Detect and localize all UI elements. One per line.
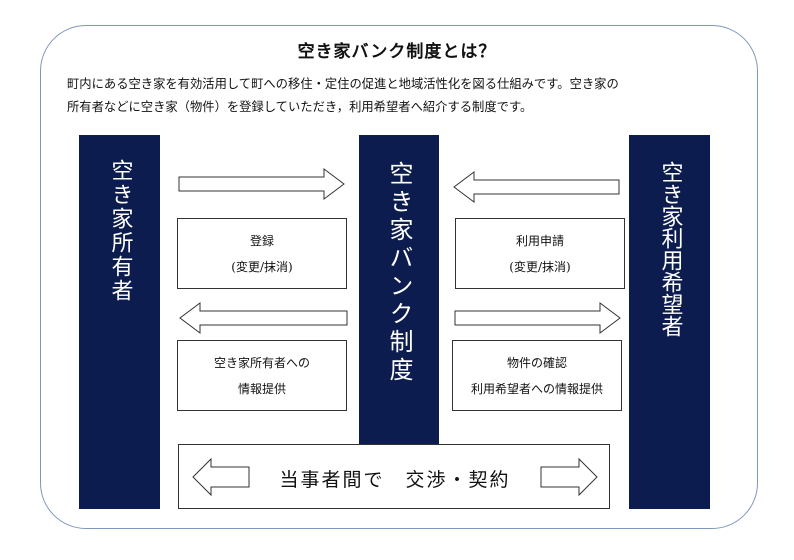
register-note: (変更/抹消): [231, 259, 293, 274]
arrow-right-icon: [540, 457, 598, 497]
arrow-left-icon: [179, 302, 348, 334]
user-column-label: 空き家利用希望者: [657, 161, 683, 337]
arrow-left-icon: [453, 171, 620, 203]
arrow-left-icon: [192, 457, 250, 497]
arrow-right-icon: [454, 302, 621, 334]
arrow-right-icon: [178, 168, 345, 200]
outer-frame: [40, 25, 758, 529]
user-info-line-2: 利用希望者への情報提供: [470, 381, 603, 396]
owner-info-line-2: 情報提供: [237, 381, 286, 396]
description: 町内にある空き家を有効活用して町への移住・定住の促進と地域活性化を図る仕組みです…: [67, 73, 737, 119]
owner-info-box: 空き家所有者への 情報提供: [177, 340, 347, 411]
bank-column: 空き家バンク制度: [359, 135, 439, 445]
description-line-1: 町内にある空き家を有効活用して町への移住・定住の促進と地域活性化を図る仕組みです…: [67, 77, 619, 91]
apply-label: 利用申請: [515, 233, 564, 248]
description-line-2: 所有者などに空き家（物件）を登録していただき，利用希望者へ紹介する制度です。: [67, 100, 533, 114]
negotiation-box: 当事者間で 交渉・契約: [178, 444, 610, 509]
page-title: 空き家バンク制度とは？: [297, 42, 497, 62]
owner-column: 空き家所有者: [79, 135, 160, 509]
bank-column-label: 空き家バンク制度: [385, 161, 413, 385]
user-info-box: 物件の確認 利用希望者への情報提供: [452, 340, 622, 411]
owner-info-line-1: 空き家所有者への: [213, 355, 310, 370]
negotiation-text: 当事者間で 交渉・契約: [279, 469, 511, 491]
user-info-line-1: 物件の確認: [506, 355, 567, 370]
register-label: 登録: [249, 233, 274, 248]
apply-box: 利用申請 (変更/抹消): [455, 218, 625, 289]
owner-column-label: 空き家所有者: [107, 159, 133, 303]
apply-note: (変更/抹消): [509, 259, 571, 274]
register-box: 登録 (変更/抹消): [177, 218, 347, 289]
user-column: 空き家利用希望者: [629, 135, 710, 509]
